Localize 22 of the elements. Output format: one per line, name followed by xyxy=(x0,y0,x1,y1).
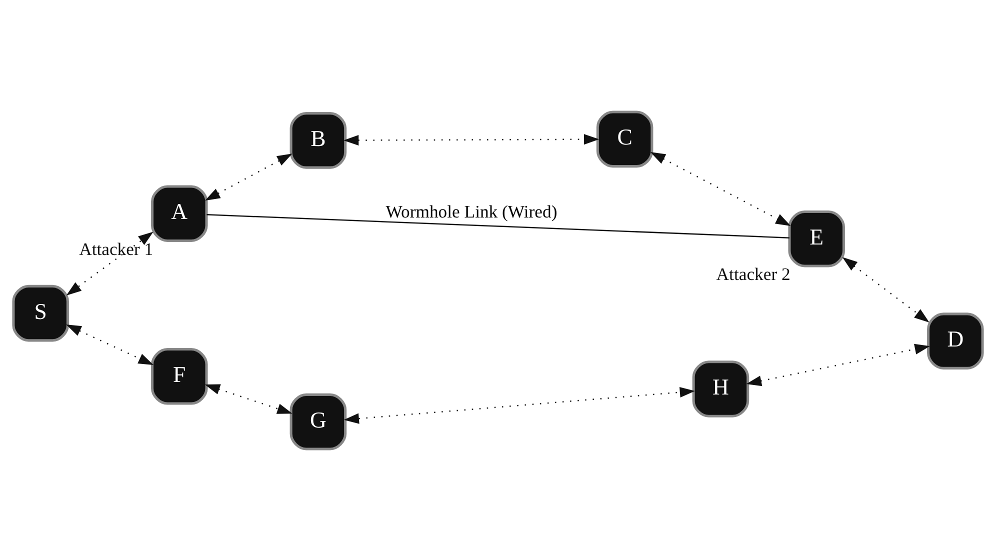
node-box: H xyxy=(692,360,750,417)
node-box: G xyxy=(290,392,347,450)
arrow xyxy=(746,343,930,386)
arrow xyxy=(343,134,600,146)
node-box: B xyxy=(290,112,347,168)
node-box: E xyxy=(788,210,845,267)
node-box: C xyxy=(596,110,654,168)
arrow xyxy=(842,256,930,322)
node-box: F xyxy=(151,348,208,404)
edge-label: Wormhole Link (Wired) xyxy=(386,201,558,222)
arrow xyxy=(204,153,292,200)
node-box: A xyxy=(151,184,208,242)
arrow xyxy=(66,324,154,365)
arrow xyxy=(66,231,154,295)
node-box: D xyxy=(927,312,984,369)
arrow xyxy=(650,151,791,226)
arrow xyxy=(204,384,292,414)
node-box: S xyxy=(12,284,69,342)
node-label: Attacker 1 xyxy=(79,238,154,258)
connector xyxy=(206,214,790,238)
arrow xyxy=(344,386,695,424)
node-label: Attacker 2 xyxy=(716,264,790,284)
